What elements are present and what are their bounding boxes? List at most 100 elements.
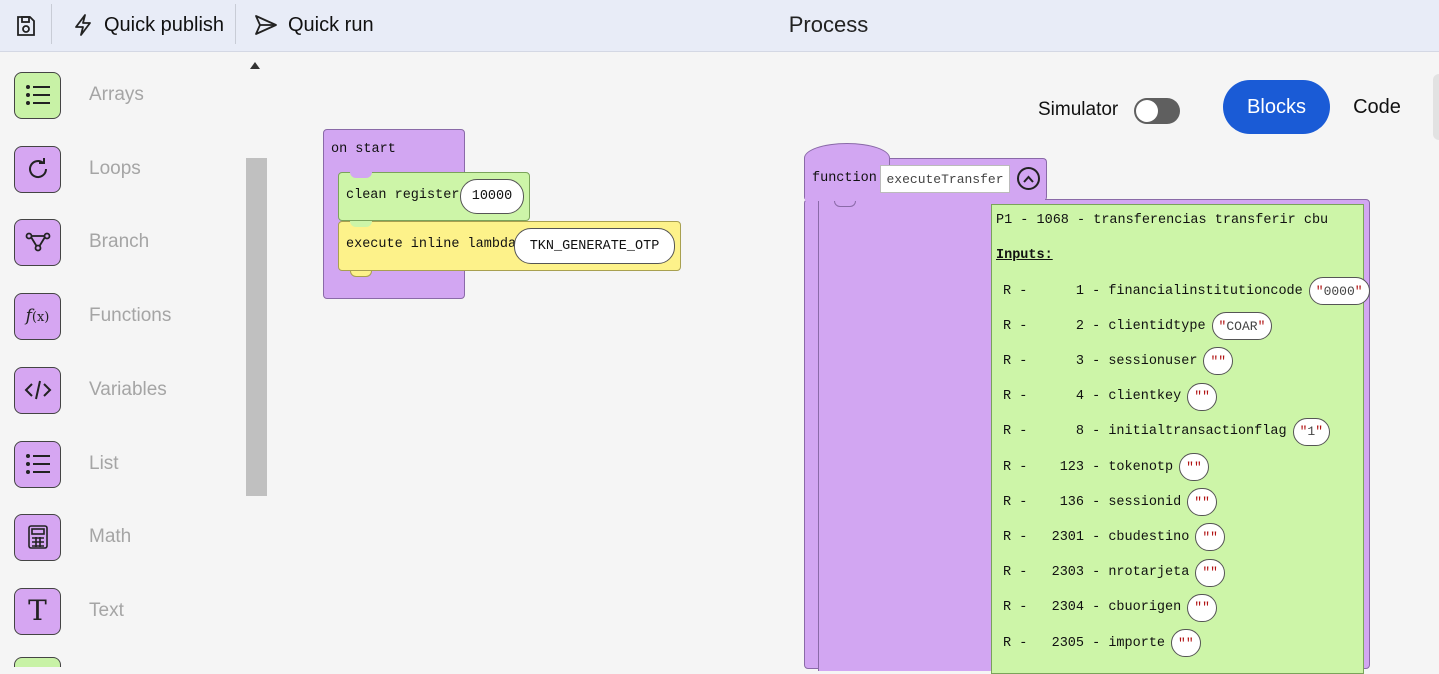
category-label: Arrays (89, 84, 144, 105)
input-param-name: clientkey (1108, 389, 1182, 405)
quick-run-button[interactable]: Quick run (254, 0, 374, 50)
input-param-name: clientidtype (1108, 318, 1206, 334)
input-param-name: nrotarjeta (1108, 565, 1190, 581)
category-label: Text (89, 600, 124, 621)
input-param-name: cbudestino (1108, 529, 1190, 545)
execute-inline-lambda-label: execute inline lambda (346, 237, 517, 252)
simulator-toggle[interactable] (1134, 98, 1180, 124)
inputs-heading: Inputs: (996, 248, 1053, 263)
input-value-field[interactable]: "" (1187, 488, 1217, 517)
quote-mark: " (1202, 494, 1210, 510)
category-loops[interactable]: Loops (14, 144, 234, 194)
input-index: R - 2305 - (1003, 635, 1109, 651)
input-value-field[interactable]: "" (1179, 453, 1209, 481)
quote-mark: " (1185, 635, 1194, 651)
send-icon (255, 15, 277, 35)
toolbar-divider (235, 4, 236, 44)
input-param-name: financialinstitutioncode (1108, 283, 1303, 299)
input-param-name: sessionuser (1108, 353, 1198, 369)
quote-mark: " (1202, 565, 1211, 581)
lightning-icon (75, 14, 91, 36)
quote-mark: " (1210, 565, 1218, 581)
category-functions[interactable]: f(x) Functions (14, 291, 234, 341)
input-row: R - 3 - sessionuser "" (1003, 347, 1234, 376)
category-label: Math (89, 526, 132, 547)
function-icon: f(x) (14, 292, 61, 340)
input-index: R - 2 - (1003, 318, 1109, 334)
input-row: R - 2304 - cbuorigen "" (1003, 593, 1217, 622)
branch-icon (14, 218, 61, 266)
input-index: R - 4 - (1003, 389, 1109, 405)
sidebar-scrollbar-thumb[interactable] (246, 158, 267, 496)
input-row: R - 2 - clientidtype "COAR" (1003, 312, 1273, 341)
input-value-field[interactable]: "1" (1292, 417, 1330, 446)
function-keyword: function (812, 171, 877, 186)
input-index: R - 123 - (1003, 459, 1109, 475)
input-value-field[interactable]: "" (1187, 593, 1217, 622)
lambda-name-field[interactable]: TKN_GENERATE_OTP (514, 228, 675, 264)
category-math[interactable]: Math (14, 512, 234, 562)
list-icon (14, 71, 61, 119)
category-text[interactable]: T Text (14, 586, 234, 636)
category-label: Loops (89, 158, 141, 179)
input-row: R - 1 - financialinstitutioncode "0000" (1003, 277, 1370, 305)
input-value-field[interactable]: "" (1203, 347, 1234, 376)
function-name-input[interactable]: executeTransfer (880, 165, 1010, 193)
blocks-view-button[interactable]: Blocks (1223, 80, 1330, 134)
quote-mark: " (1186, 459, 1194, 475)
input-row: R - 4 - clientkey "" (1003, 382, 1217, 411)
input-row: R - 2301 - cbudestino"" (1003, 523, 1225, 552)
input-param-name: sessionid (1108, 494, 1182, 510)
input-value-field[interactable]: "COAR" (1211, 312, 1273, 341)
input-row: R - 123 - tokenotp"" (1003, 453, 1209, 481)
input-value-field[interactable]: "" (1195, 558, 1225, 587)
clean-register-value-field[interactable]: 10000 (460, 179, 524, 214)
quote-mark: " (1218, 318, 1227, 334)
save-icon (17, 16, 35, 36)
quote-mark: " (1202, 529, 1211, 545)
input-row: R - 2305 - importe "" (1003, 629, 1201, 657)
loop-icon (14, 145, 61, 193)
input-index: R - 2304 - (1003, 600, 1109, 616)
quote-mark: " (1210, 353, 1219, 369)
input-value-field[interactable]: "" (1195, 523, 1225, 552)
clean-register-label: clean register (346, 188, 460, 203)
input-value-field[interactable]: "0000" (1308, 277, 1370, 305)
input-param-name: importe (1108, 635, 1166, 651)
input-index: R - 3 - (1003, 353, 1109, 369)
input-value: 0000 (1323, 283, 1355, 299)
collapse-chevron-up-icon[interactable] (1017, 167, 1040, 190)
on-start-label: on start (331, 142, 396, 157)
toolbar-divider (51, 4, 52, 44)
quick-publish-label: Quick publish (104, 13, 225, 36)
quote-mark: " (1218, 353, 1227, 369)
code-icon (14, 366, 61, 414)
toggle-knob (1136, 100, 1158, 122)
input-param-name: cbuorigen (1108, 600, 1182, 616)
category-branch[interactable]: Branch (14, 217, 234, 267)
input-value-field[interactable]: "" (1187, 382, 1217, 411)
quick-run-label: Quick run (288, 13, 374, 36)
category-arrays[interactable]: Arrays (14, 70, 234, 120)
input-value-field[interactable]: "" (1171, 629, 1201, 657)
quote-mark: " (1257, 318, 1266, 334)
input-index: R - 1 - (1003, 283, 1109, 299)
quick-publish-button[interactable]: Quick publish (72, 0, 224, 50)
quote-mark: " (1210, 529, 1218, 545)
list-icon (14, 440, 61, 488)
text-icon: T (14, 587, 61, 635)
quote-mark: " (1194, 494, 1203, 510)
sidebar-scroll-up-arrow[interactable] (250, 62, 260, 69)
input-row: R - 2303 - nrotarjeta"" (1003, 558, 1225, 587)
calculator-icon (14, 513, 61, 561)
save-button[interactable] (10, 10, 42, 42)
code-view-button[interactable]: Code (1353, 95, 1401, 118)
quote-mark: " (1178, 635, 1186, 651)
input-value: 1 (1307, 424, 1316, 440)
category-variables[interactable]: Variables (14, 365, 234, 415)
category-label: Variables (89, 379, 167, 400)
category-label: Functions (89, 305, 172, 326)
category-partial-item (14, 657, 61, 667)
category-list[interactable]: List (14, 439, 234, 489)
category-label: Branch (89, 231, 150, 252)
